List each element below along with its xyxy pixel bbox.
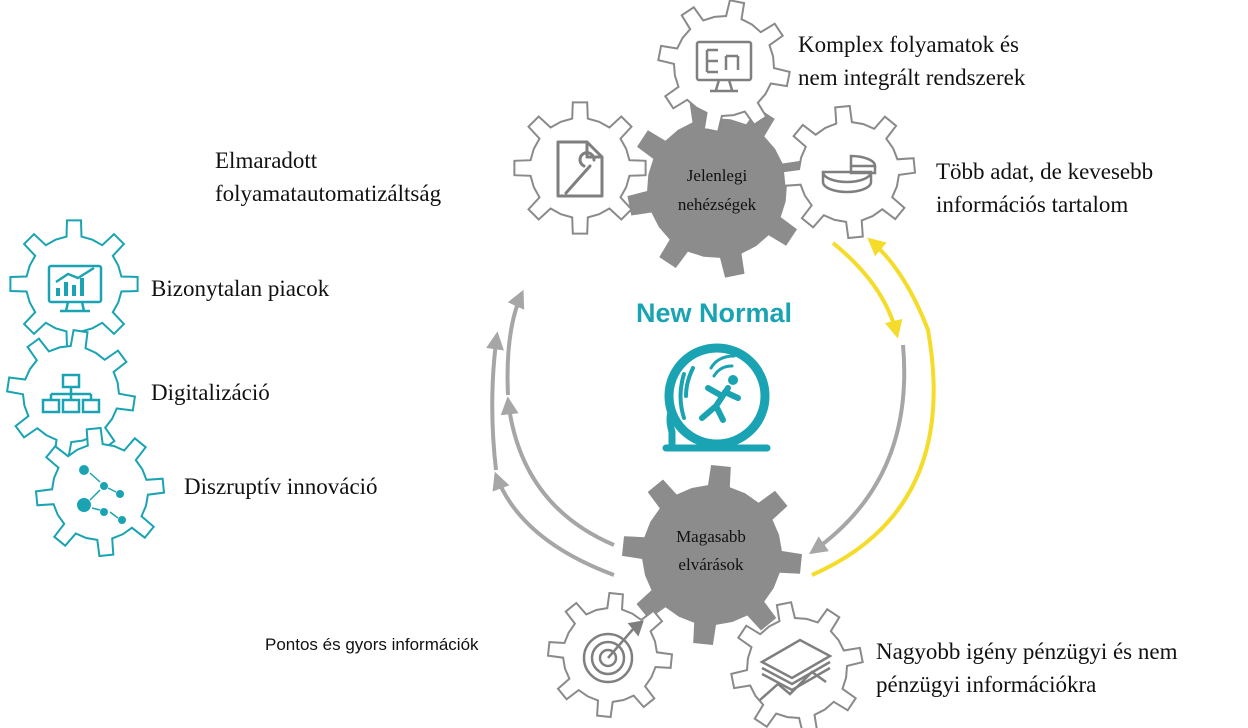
- driver-gear-markets-outline: [9, 219, 139, 349]
- main-gear-top: Jelenlegi nehézségek: [627, 98, 807, 278]
- label-driver-2: Digitalizáció: [151, 380, 270, 405]
- label-challenge-1-line1: Elmaradott: [215, 148, 318, 173]
- pie-chart-3d-icon: [821, 154, 877, 194]
- main-gear-top-shape: [627, 98, 807, 278]
- label-challenge-1-line2: folyamatautomatizáltság: [215, 181, 442, 206]
- main-gear-bottom: Magasabb elvárások: [622, 465, 802, 645]
- label-challenge-3-line2: információs tartalom: [936, 192, 1128, 217]
- arrow-outer-left-2: [505, 289, 525, 396]
- network-nodes-icon: [77, 465, 126, 524]
- challenge-gear-pie: [781, 104, 917, 240]
- target-dart-icon: [582, 620, 644, 684]
- label-driver-3: Diszruptív innováció: [184, 474, 378, 499]
- main-gear-top-line2: nehézségek: [678, 195, 757, 214]
- document-wrench-icon: [556, 140, 604, 198]
- driver-gear-digital: [5, 328, 137, 460]
- expectation-gear-target: [546, 591, 674, 719]
- label-expectation-1: Pontos és gyors információk: [265, 635, 479, 654]
- label-expectation-2-line1: Nagyobb igény pénzügyi és nem: [876, 639, 1178, 664]
- org-chart-icon: [41, 373, 101, 414]
- main-gear-bottom-line1: Magasabb: [676, 527, 746, 546]
- main-gear-top-line1: Jelenlegi: [687, 166, 748, 185]
- main-gear-bottom-line2: elvárások: [678, 555, 744, 574]
- arrow-outer-left-1: [500, 396, 615, 547]
- label-challenge-2-line1: Komplex folyamatok és: [798, 32, 1019, 57]
- arrow-right-yellow-down: [831, 241, 903, 339]
- money-stack-chart-icon: [759, 638, 833, 701]
- main-gear-bottom-shape: [622, 465, 802, 645]
- challenge-gear-monitor: [657, 0, 791, 133]
- challenge-gear-wrench-outline: [513, 101, 647, 235]
- hamster-wheel-runner-icon: [662, 343, 771, 452]
- monitor-bar-chart-icon: [47, 264, 103, 313]
- label-expectation-2-line2: pénzügyi információkra: [876, 672, 1096, 697]
- challenge-gear-monitor-outline: [657, 0, 791, 133]
- label-challenge-3-line1: Több adat, de kevesebb: [936, 159, 1153, 184]
- cycle-arrows: [486, 237, 936, 577]
- labels: Elmaradott folyamatautomatizáltság Kompl…: [151, 32, 1178, 697]
- monitor-flowchart-icon: [695, 40, 753, 93]
- arrow-right-gray-lower: [809, 344, 907, 555]
- arrow-right-yellow-up: [811, 237, 936, 577]
- expectation-gear-money: [730, 601, 864, 728]
- challenge-gear-wrench: [513, 101, 647, 235]
- driver-gear-innovation-outline: [34, 426, 166, 558]
- center-title: New Normal: [636, 298, 792, 328]
- arrow-inner-left-1: [492, 471, 615, 577]
- expectation-gear-money-outline: [730, 601, 864, 728]
- label-driver-1: Bizonytalan piacok: [151, 276, 330, 301]
- label-challenge-2-line2: nem integrált rendszerek: [798, 65, 1026, 90]
- arrow-inner-left-2: [486, 331, 504, 471]
- center-block: New Normal: [636, 298, 792, 452]
- driver-gear-innovation: [34, 426, 166, 558]
- driver-gear-markets: [9, 219, 139, 349]
